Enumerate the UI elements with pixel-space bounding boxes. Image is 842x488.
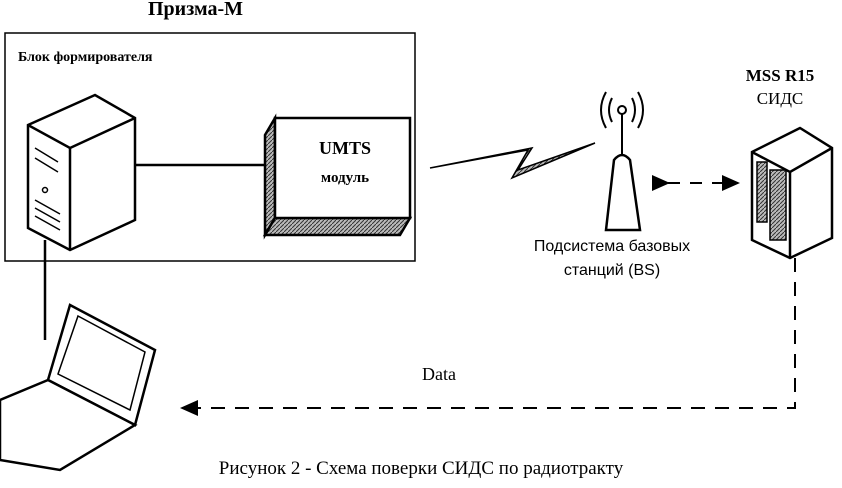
base-station-antenna-icon — [600, 91, 644, 232]
data-label: Data — [422, 364, 456, 384]
module-label-line2: модуль — [320, 170, 370, 186]
figure-caption: Рисунок 2 - Схема поверки СИДС по радиот… — [218, 458, 624, 479]
mss-server-icon — [750, 126, 834, 260]
data-return-path — [180, 258, 796, 416]
radio-link-icon — [429, 142, 596, 180]
laptop-icon — [0, 303, 157, 472]
module-label-line1: UMTS — [318, 138, 371, 158]
prizma-box — [4, 32, 416, 262]
mss-label-line1: MSS R15 — [745, 66, 815, 85]
server-tower-icon — [26, 93, 137, 252]
umts-module-icon — [262, 113, 413, 240]
diagram-title: Призма-М — [148, 0, 243, 20]
block-label: Блок формирователя — [18, 50, 153, 65]
bs-label-line2: станций (BS) — [563, 262, 661, 279]
mss-label-line2: СИДС — [756, 89, 804, 108]
bs-label-line1: Подсистема базовых — [533, 238, 691, 255]
